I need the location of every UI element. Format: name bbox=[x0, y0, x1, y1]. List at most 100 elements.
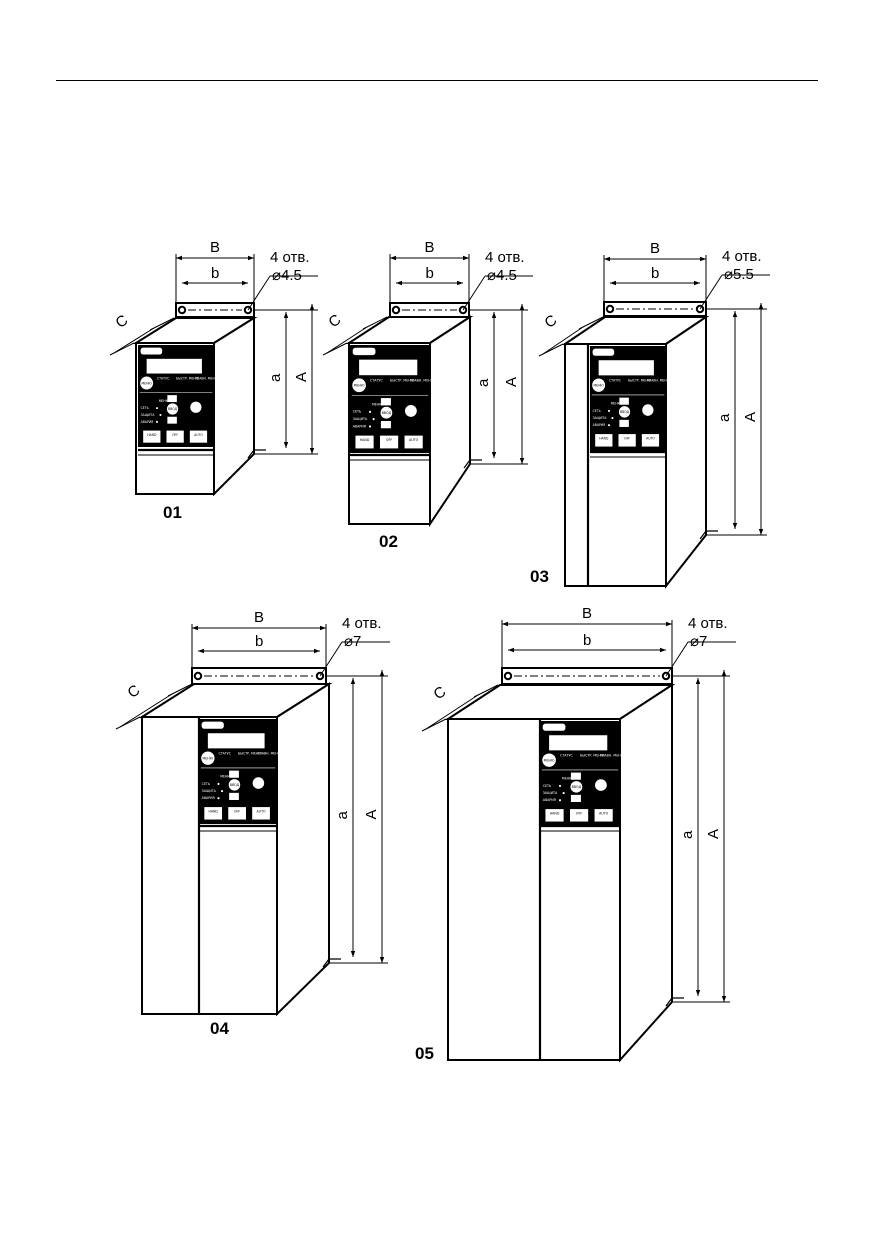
hand-on-key bbox=[545, 809, 564, 822]
down-key bbox=[380, 420, 391, 429]
main-menu-label: ГЛАВН. МЕНЮ bbox=[258, 752, 282, 756]
holes-label: 4 отв. bbox=[688, 615, 728, 632]
protection-led-label: ЗАЩИТА bbox=[202, 789, 217, 793]
side-face bbox=[429, 315, 471, 528]
speed-knob bbox=[641, 403, 655, 417]
dim-b-label: b bbox=[211, 265, 219, 282]
protection-led-label: ЗАЩИТА bbox=[353, 417, 368, 421]
status-label: СТАТУС bbox=[609, 379, 622, 383]
menu-key bbox=[541, 752, 557, 768]
dim-C-label: C bbox=[542, 312, 561, 332]
enter-key bbox=[379, 405, 394, 420]
off-reset-key bbox=[166, 430, 184, 443]
auto-on-key bbox=[252, 807, 270, 820]
mount-hole bbox=[605, 304, 615, 314]
mount-hole bbox=[503, 671, 513, 681]
menu-key-label: МЕНЮ bbox=[354, 384, 365, 388]
dim-A-label: A bbox=[705, 829, 722, 839]
alarm-led-label: АВАРИЯ bbox=[593, 423, 606, 427]
status-label: СТАТУС bbox=[560, 754, 573, 758]
quick-menu-label: БЫСТР. МЕНЮ bbox=[580, 754, 605, 758]
mode-label: МЕНЮ bbox=[220, 775, 231, 779]
net-led-label: СЕТЬ bbox=[141, 406, 149, 410]
auto-on-key-label: AUTO bbox=[646, 436, 655, 440]
dim-B-label: B bbox=[425, 239, 435, 256]
logo-plate bbox=[592, 348, 615, 356]
net-led-label: СЕТЬ bbox=[202, 782, 210, 786]
speed-knob bbox=[189, 400, 203, 414]
status-label: СТАТУС bbox=[219, 752, 232, 756]
off-reset-key-label: OFF bbox=[172, 433, 178, 437]
logo-plate bbox=[542, 723, 566, 731]
holes-label: 4 отв. bbox=[485, 249, 525, 266]
enter-key-label: ВВОД bbox=[230, 783, 240, 787]
logo-plate bbox=[140, 347, 163, 355]
enter-key-label: ВВОД bbox=[382, 411, 392, 415]
mount-hole bbox=[193, 671, 203, 681]
hand-on-key-label: HAND bbox=[550, 811, 560, 815]
protection-led-label: ЗАЩИТА bbox=[543, 791, 558, 795]
display-window bbox=[549, 735, 608, 751]
main-menu-label: ГЛАВН. МЕНЮ bbox=[600, 754, 625, 758]
hand-on-key bbox=[204, 807, 223, 820]
status-label: СТАТУС bbox=[157, 377, 169, 381]
main-menu-label: ГЛАВН. МЕНЮ bbox=[647, 379, 671, 383]
quick-menu-label: БЫСТР. МЕНЮ bbox=[390, 379, 415, 383]
auto-on-key-label: AUTO bbox=[257, 809, 266, 813]
frame-size-id: 01 bbox=[163, 503, 182, 522]
dim-A-label: A bbox=[742, 412, 759, 422]
dim-B-label: B bbox=[254, 609, 264, 626]
main-menu-label: ГЛАВН. МЕНЮ bbox=[195, 377, 219, 381]
holes-label: 4 отв. bbox=[270, 249, 310, 266]
menu-key-label: МЕНЮ bbox=[593, 383, 604, 387]
frame-size-id: 05 bbox=[415, 1044, 434, 1063]
dim-C-label: C bbox=[326, 311, 345, 331]
enter-key bbox=[227, 778, 242, 792]
dim-b-label: b bbox=[426, 265, 434, 282]
enter-key-label: ВВОД bbox=[572, 785, 582, 789]
auto-on-key bbox=[189, 430, 208, 443]
off-reset-key bbox=[618, 434, 636, 447]
side-face bbox=[213, 316, 255, 497]
menu-key-label: МЕНЮ bbox=[544, 759, 555, 763]
hand-on-key-label: HAND bbox=[147, 433, 157, 437]
display-window bbox=[146, 358, 202, 374]
dim-a-label: a bbox=[475, 378, 492, 387]
hand-on-key bbox=[355, 435, 374, 449]
menu-key bbox=[139, 375, 154, 391]
down-key bbox=[229, 792, 239, 800]
enter-key bbox=[569, 780, 584, 794]
hand-on-key-label: HAND bbox=[599, 436, 609, 440]
net-led-label: СЕТЬ bbox=[543, 784, 552, 788]
enter-key bbox=[166, 402, 180, 416]
alarm-led-label: АВАРИЯ bbox=[141, 420, 154, 424]
logo-plate bbox=[352, 347, 376, 356]
up-key bbox=[380, 398, 391, 406]
page-header-rule bbox=[56, 80, 818, 81]
dim-C-label: C bbox=[125, 682, 144, 702]
mount-hole bbox=[391, 305, 401, 315]
enter-key bbox=[618, 405, 632, 419]
dim-b-label: b bbox=[255, 633, 263, 650]
frame-size-id: 02 bbox=[379, 532, 398, 551]
off-reset-key-label: OFF bbox=[624, 436, 630, 440]
holes-label: 4 отв. bbox=[342, 615, 382, 632]
down-key bbox=[167, 416, 177, 424]
menu-key bbox=[351, 377, 367, 394]
protection-led-label: ЗАЩИТА bbox=[593, 416, 608, 420]
quick-menu-label: БЫСТР. МЕНЮ bbox=[176, 377, 200, 381]
hole-diameter-label: ⌀4.5 bbox=[487, 267, 517, 284]
mode-label: МЕНЮ bbox=[372, 402, 383, 406]
protection-led-label: ЗАЩИТА bbox=[141, 413, 156, 417]
alarm-led-label: АВАРИЯ bbox=[202, 796, 215, 800]
side-face bbox=[665, 315, 707, 589]
speed-knob bbox=[251, 776, 266, 790]
dim-a-label: a bbox=[334, 811, 351, 820]
hand-on-key-label: HAND bbox=[360, 438, 370, 442]
hole-diameter-label: ⌀4.5 bbox=[272, 267, 302, 284]
frame-size-id: 03 bbox=[530, 567, 549, 586]
